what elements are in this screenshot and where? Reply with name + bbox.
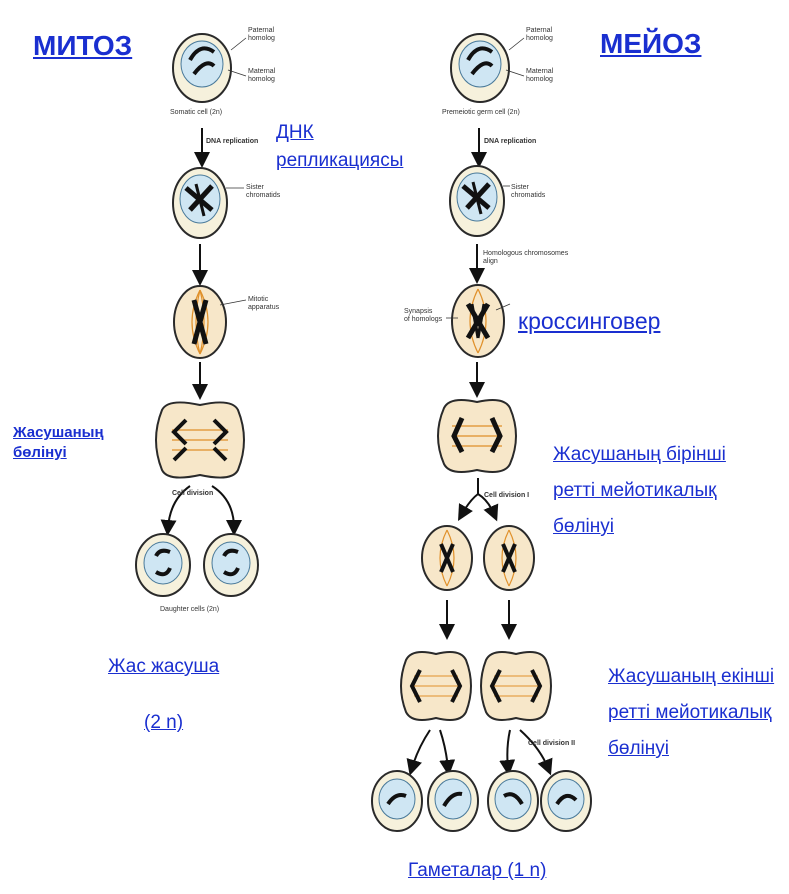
arrow-split [440,730,448,768]
daughter-cells-label: Daughter cells (2n) [160,606,219,614]
mitosis-daughter-cell-right [204,534,258,596]
meiosis-second-division-cell-right [481,652,551,720]
premeiotic-cell-label: Premeiotic germ cell (2n) [442,109,520,117]
meiosis-intermediate-cell-left [422,526,472,590]
arrow-split [412,730,430,768]
dna-replication-small-mitosis: DNA replication [206,138,258,146]
gamete-cell [541,771,591,831]
meiosis-synapsis-cell [452,285,504,357]
mitosis-replicated-cell [173,168,227,238]
mitosis-somatic-cell [173,34,231,102]
pointer-line [509,38,524,50]
cell-division-2-label: Cell division II [528,740,575,748]
meiosis-first-division-line2[interactable]: ретті мейотикалық [553,480,716,502]
mitosis-division-label-line1[interactable]: Жасушаның [13,424,104,441]
meiosis-second-division-line1[interactable]: Жасушаның екінші [608,666,774,688]
meiosis-germ-cell [451,34,509,102]
dna-replication-label-line2[interactable]: репликациясы [276,150,403,172]
young-cell-ploidy-label[interactable]: (2 n) [144,712,183,734]
dna-replication-small-meiosis: DNA replication [484,138,536,146]
mitosis-metaphase-cell [174,286,226,358]
meiosis-second-division-cell-left [401,652,471,720]
meiosis-first-division-cell [438,400,516,472]
meiosis-second-division-line2[interactable]: ретті мейотикалық [608,702,771,724]
arrow-split [507,730,510,768]
gamete-cell [488,771,538,831]
mitosis-division-label-line2[interactable]: бөлінуі [13,444,67,461]
dna-replication-label-line1[interactable]: ДНК [276,122,314,144]
cell-division-1-label: Cell division I [484,492,529,500]
meiosis-title[interactable]: МЕЙОЗ [600,28,701,60]
meiosis-second-division-line3[interactable]: бөлінуі [608,738,669,760]
mitosis-dividing-cell [156,402,244,477]
somatic-cell-label: Somatic cell (2n) [170,109,222,117]
mitosis-title[interactable]: МИТОЗ [33,30,132,62]
gamete-cell [372,771,422,831]
meiosis-replicated-cell [450,166,504,236]
gamete-cell [428,771,478,831]
arrow-split-left [462,478,478,514]
young-cell-label[interactable]: Жас жасуша [108,656,219,678]
cell-division-small-label: Cell division [172,490,213,498]
gametes-label[interactable]: Гаметалар (1 n) [408,860,546,882]
pointer-line [231,38,246,50]
arrow-split-right [212,486,234,528]
meiosis-intermediate-cell-right [484,526,534,590]
pointer-line [220,300,246,305]
meiosis-first-division-line1[interactable]: Жасушаның бірінші [553,444,726,466]
mitosis-daughter-cell-left [136,534,190,596]
crossingover-label[interactable]: кроссинговер [518,308,660,334]
arrow-split [520,730,548,768]
meiosis-first-division-line3[interactable]: бөлінуі [553,516,614,538]
